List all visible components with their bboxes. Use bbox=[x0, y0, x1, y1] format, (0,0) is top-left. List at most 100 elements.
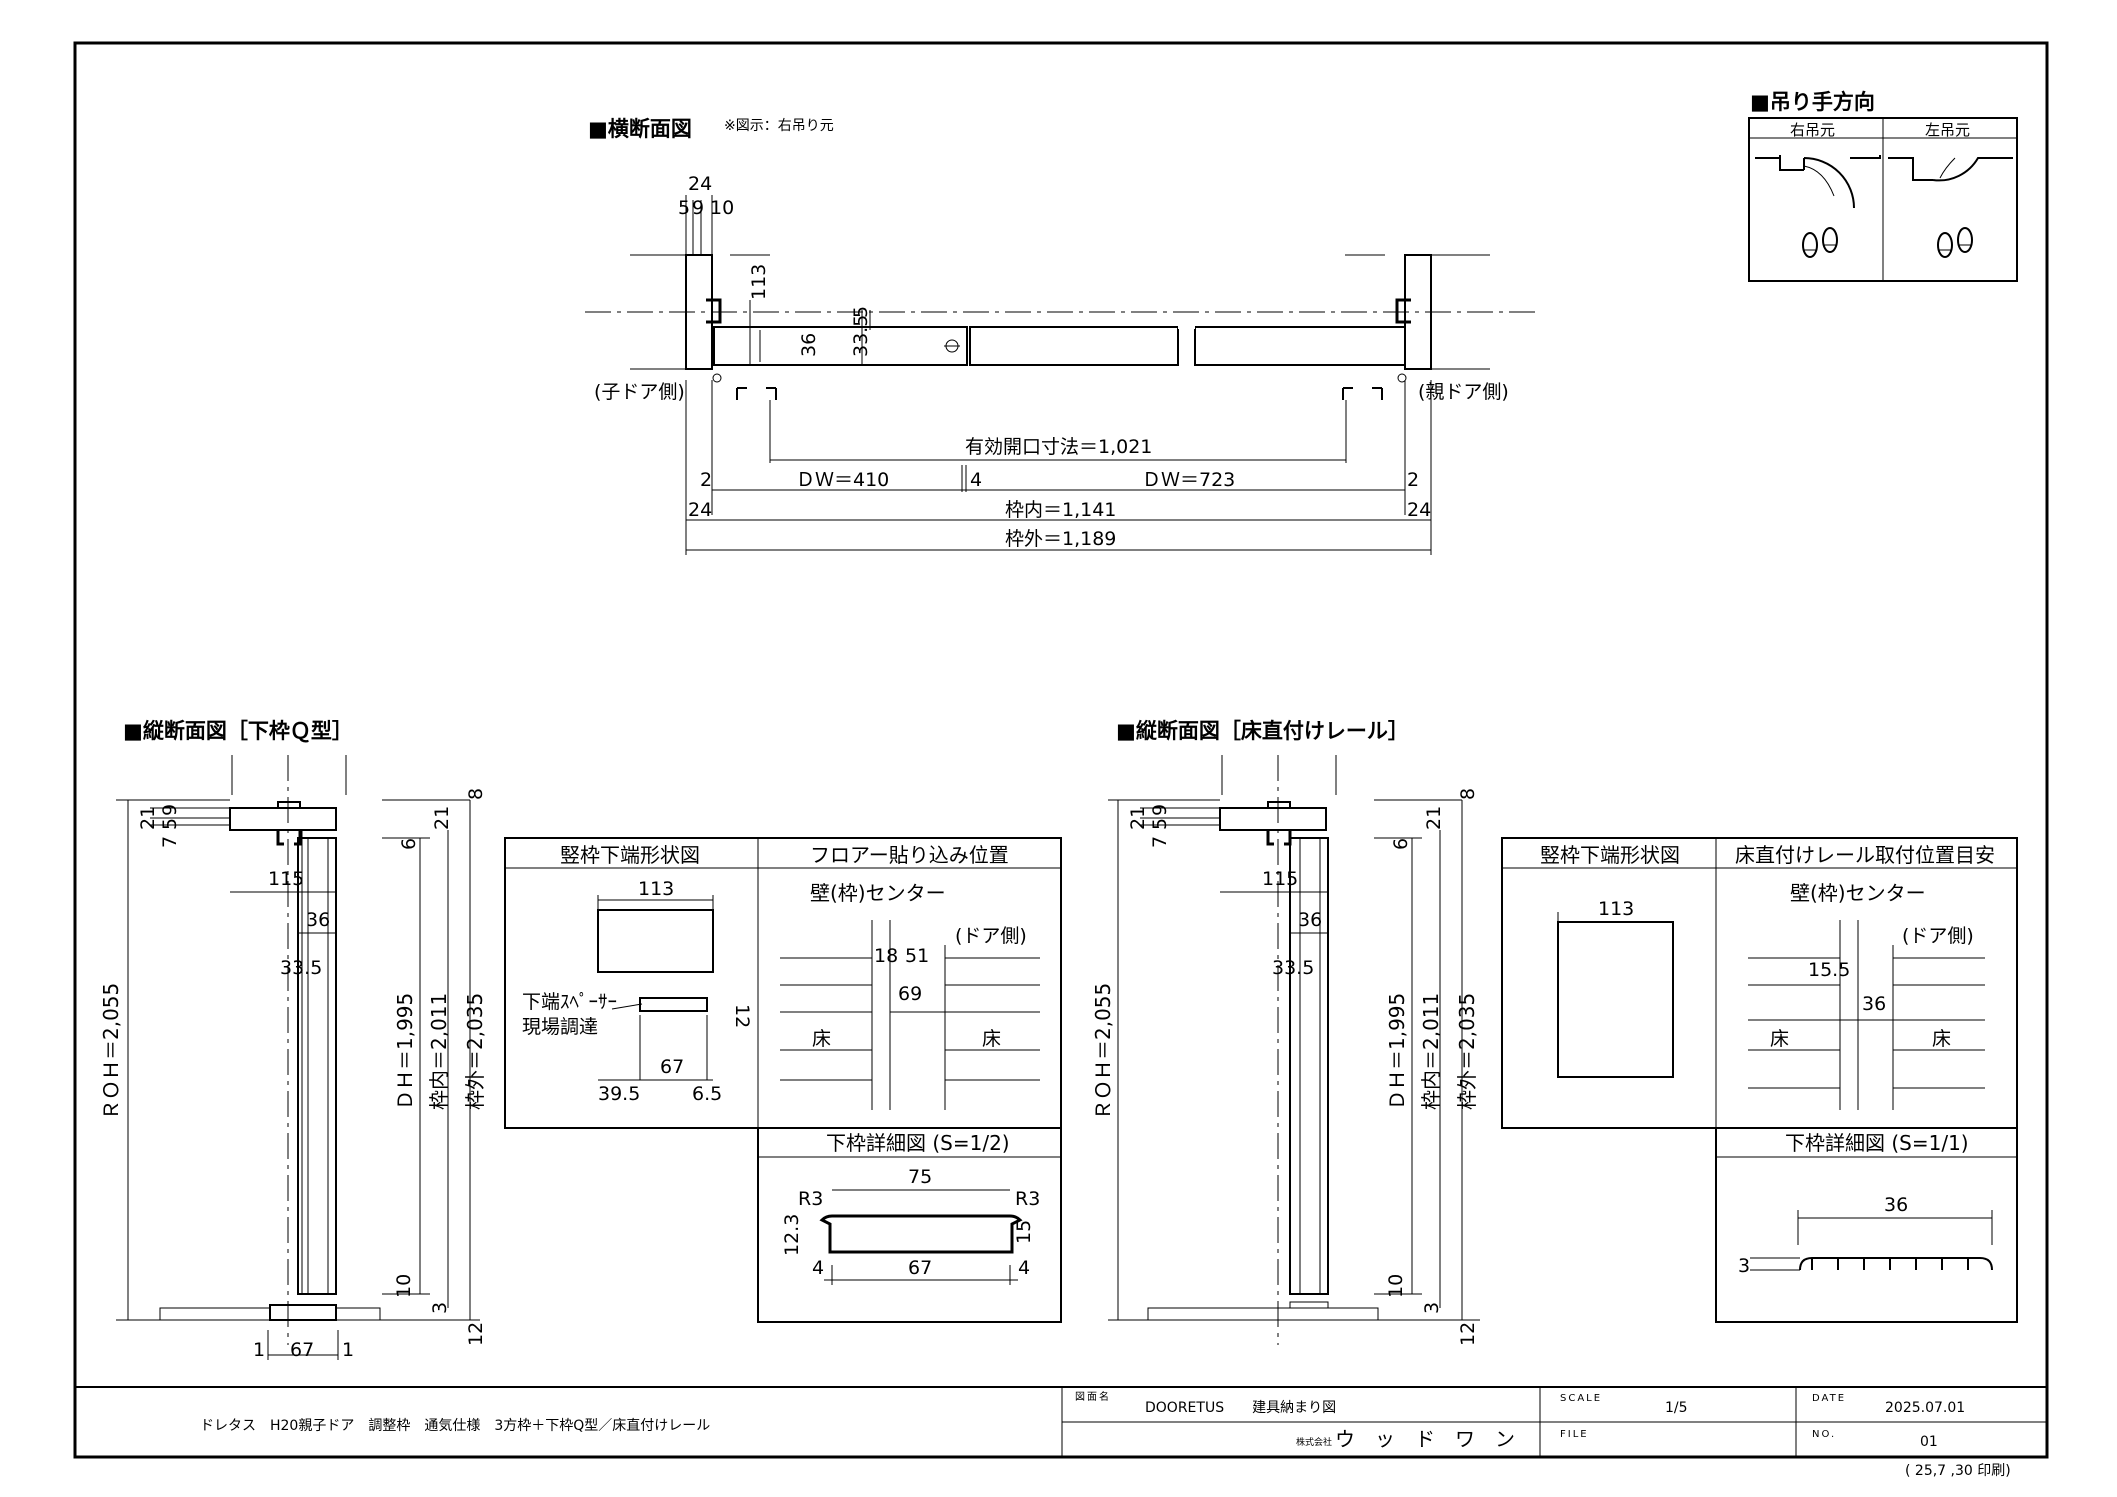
tr-36: 36 bbox=[1862, 993, 1886, 1015]
swing-title: ■吊り手方向 bbox=[1750, 90, 1875, 114]
dim-21b: 21 bbox=[431, 806, 453, 830]
plan-door-parent-b bbox=[1194, 326, 1406, 366]
dim-r-36: 36 bbox=[1298, 909, 1322, 931]
tl-65: 6.5 bbox=[692, 1083, 722, 1105]
label-child-side: (子ドア側) bbox=[594, 381, 685, 403]
dim-outer-width: 枠外＝1,189 bbox=[1005, 528, 1116, 550]
dim-7: 7 bbox=[159, 836, 181, 848]
dim-12: 12 bbox=[465, 1322, 487, 1346]
tl-spacer: 下端ｽﾍﾟｰｻｰ bbox=[522, 991, 617, 1013]
dim-gap-left: 2 bbox=[700, 469, 712, 491]
table-left-head1: 竪枠下端形状図 bbox=[560, 843, 700, 867]
dim-inner-left: 枠内＝2,011 bbox=[427, 993, 451, 1110]
tr-detail-head: 下枠詳細図 (S=1/1) bbox=[1785, 1131, 1969, 1155]
tr-36b: 36 bbox=[1884, 1194, 1908, 1216]
tl-r3b: R3 bbox=[1015, 1188, 1040, 1210]
dim-top-b: 9 bbox=[692, 197, 704, 219]
tl-395: 39.5 bbox=[598, 1083, 640, 1105]
dim-top-a: 5 bbox=[678, 197, 690, 219]
dim-outer-left: 枠外＝2,035 bbox=[463, 993, 487, 1110]
label-parent-side: (親ドア側) bbox=[1418, 381, 1509, 403]
dim-21a: 21 bbox=[137, 806, 159, 830]
tr-3: 3 bbox=[1738, 1255, 1750, 1277]
dim-b67: 67 bbox=[290, 1339, 314, 1361]
dim-r-8: 8 bbox=[1457, 788, 1479, 800]
tl-r3a: R3 bbox=[798, 1188, 823, 1210]
dim-10: 10 bbox=[393, 1274, 415, 1298]
dim-frame-right: 24 bbox=[1407, 499, 1431, 521]
dim-outer-right: 枠外＝2,035 bbox=[1455, 993, 1479, 1110]
dim-dw-right: ＤＷ＝723 bbox=[1142, 469, 1235, 491]
tl-18: 18 bbox=[874, 945, 898, 967]
tl-113: 113 bbox=[638, 878, 674, 900]
table-right-head1: 竪枠下端形状図 bbox=[1540, 843, 1680, 867]
tl-12: 12 bbox=[731, 1004, 753, 1028]
dim-r-6: 6 bbox=[1390, 838, 1412, 850]
tl-67: 67 bbox=[660, 1056, 684, 1078]
dim-frame-left: 24 bbox=[688, 499, 712, 521]
sheet-border bbox=[73, 41, 2049, 1459]
dim-r-3: 3 bbox=[1421, 1302, 1443, 1314]
plan-section-title: ■横断面図 bbox=[588, 117, 692, 141]
tb-date-caption: DATE bbox=[1812, 1393, 1846, 1404]
dim-b1a: 1 bbox=[253, 1339, 265, 1361]
dim-gap-right: 2 bbox=[1407, 469, 1419, 491]
dim-dw-left: ＤＷ＝410 bbox=[796, 469, 889, 491]
title-block: ドレタス H20親子ドア 調整枠 通気仕様 3方枠＋下枠Q型／床直付けレール 図… bbox=[75, 1386, 2047, 1479]
dim-door-36: 36 bbox=[798, 333, 820, 357]
tl-69: 69 bbox=[898, 983, 922, 1005]
table-right: 竪枠下端形状図 床直付けレール取付位置目安 113 壁(枠)センター (ドア側)… bbox=[1501, 837, 2018, 1323]
dim-r-7: 7 bbox=[1149, 836, 1171, 848]
plan-frame-right bbox=[1404, 254, 1432, 370]
tl-site: 現場調達 bbox=[522, 1016, 598, 1038]
dim-effective-opening: 有効開口寸法＝1,021 bbox=[965, 436, 1152, 458]
dim-inner-width: 枠内＝1,141 bbox=[1005, 499, 1116, 521]
tr-floor-l: 床 bbox=[1770, 1028, 1789, 1050]
tb-file-caption: FILE bbox=[1560, 1429, 1589, 1440]
tr-113: 113 bbox=[1598, 898, 1634, 920]
tb-no: 01 bbox=[1920, 1434, 1938, 1450]
swing-direction: ■吊り手方向 右吊元 左吊元 bbox=[1748, 90, 2018, 282]
plan-section-note: ※図示：右吊り元 bbox=[724, 118, 834, 134]
swing-right-icon bbox=[1755, 155, 1881, 258]
dim-115: 115 bbox=[268, 868, 304, 890]
swing-left-icon bbox=[1888, 157, 2013, 258]
plan-door-parent-a bbox=[969, 326, 1179, 366]
tl-67b: 67 bbox=[908, 1257, 932, 1279]
tb-date: 2025.07.01 bbox=[1885, 1400, 1965, 1416]
tr-floor-r: 床 bbox=[1932, 1028, 1951, 1050]
dim-5: 5 bbox=[159, 818, 181, 830]
dim-r-115: 115 bbox=[1262, 868, 1298, 890]
dim-b1b: 1 bbox=[342, 1339, 354, 1361]
dim-6: 6 bbox=[398, 838, 420, 850]
dim-r-21b: 21 bbox=[1423, 806, 1445, 830]
table-left: 竪枠下端形状図 フロアー貼り込み位置 113 下端ｽﾍﾟｰｻｰ 現場調達 12 … bbox=[504, 837, 1062, 1323]
table-right-head2: 床直付けレール取付位置目安 bbox=[1735, 843, 1995, 867]
tl-4a: 4 bbox=[812, 1257, 824, 1279]
tl-51: 51 bbox=[905, 945, 929, 967]
tl-door-side: (ドア側) bbox=[955, 925, 1027, 947]
tl-75: 75 bbox=[908, 1166, 932, 1188]
tb-no-caption: NO. bbox=[1812, 1429, 1836, 1440]
dim-r-33-5: 33.5 bbox=[1272, 957, 1314, 979]
section-left-title: ■縦断面図［下枠Ｑ型］ bbox=[123, 719, 353, 743]
tb-scale-caption: SCALE bbox=[1560, 1393, 1602, 1404]
table-left-head2: フロアー貼り込み位置 bbox=[810, 843, 1009, 867]
dim-top-c: 10 bbox=[710, 197, 734, 219]
tb-name-caption: 図面名 bbox=[1075, 1390, 1111, 1403]
dim-r-10: 10 bbox=[1385, 1274, 1407, 1298]
dim-3: 3 bbox=[429, 1302, 451, 1314]
dim-frame-depth: 113 bbox=[748, 264, 770, 300]
tl-center: 壁(枠)センター bbox=[810, 881, 946, 905]
dim-roh-right: ＲＯＨ＝2,055 bbox=[1091, 983, 1115, 1120]
dim-r-5: 5 bbox=[1149, 818, 1171, 830]
dim-dh-left: ＤＨ＝1,995 bbox=[393, 993, 417, 1110]
tr-center: 壁(枠)センター bbox=[1790, 881, 1926, 905]
tl-detail-head: 下枠詳細図 (S=1/2) bbox=[826, 1131, 1010, 1155]
dim-r-21a: 21 bbox=[1127, 806, 1149, 830]
dim-roh-left: ＲＯＨ＝2,055 bbox=[99, 983, 123, 1120]
dim-inner-right: 枠内＝2,011 bbox=[1419, 993, 1443, 1110]
tr-door-side: (ドア側) bbox=[1902, 925, 1974, 947]
dim-8: 8 bbox=[465, 788, 487, 800]
